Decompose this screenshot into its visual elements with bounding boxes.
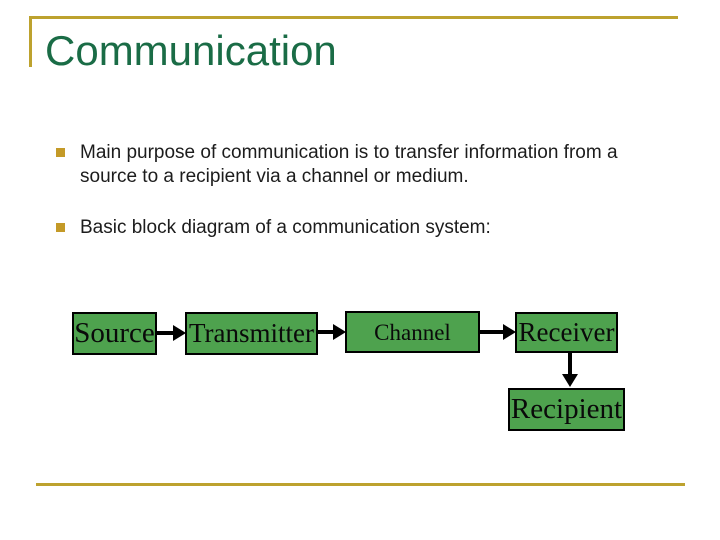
diagram-box-transmitter: Transmitter <box>185 312 318 355</box>
title-accent-bar <box>29 16 32 67</box>
top-rule-line <box>30 16 678 19</box>
diagram-box-channel: Channel <box>345 311 480 353</box>
right-arrow-icon <box>317 330 333 334</box>
right-arrow-icon <box>479 330 503 334</box>
down-arrow-icon <box>568 352 572 375</box>
bullet-square-icon <box>56 148 65 157</box>
down-arrowhead-icon <box>562 374 578 387</box>
diagram-box-recipient: Recipient <box>508 388 625 431</box>
diagram-box-source: Source <box>72 312 157 355</box>
diagram-box-receiver: Receiver <box>515 312 618 353</box>
bottom-rule-line <box>36 483 685 486</box>
bullet-text-main-purpose: Main purpose of communication is to tran… <box>80 142 618 187</box>
right-arrowhead-icon <box>333 324 346 340</box>
bullet-square-icon <box>56 223 65 232</box>
bullet-text-block-diagram: Basic block diagram of a communication s… <box>80 217 491 238</box>
right-arrowhead-icon <box>503 324 516 340</box>
right-arrow-icon <box>156 331 173 335</box>
right-arrowhead-icon <box>173 325 186 341</box>
page-title: Communication <box>45 27 337 74</box>
